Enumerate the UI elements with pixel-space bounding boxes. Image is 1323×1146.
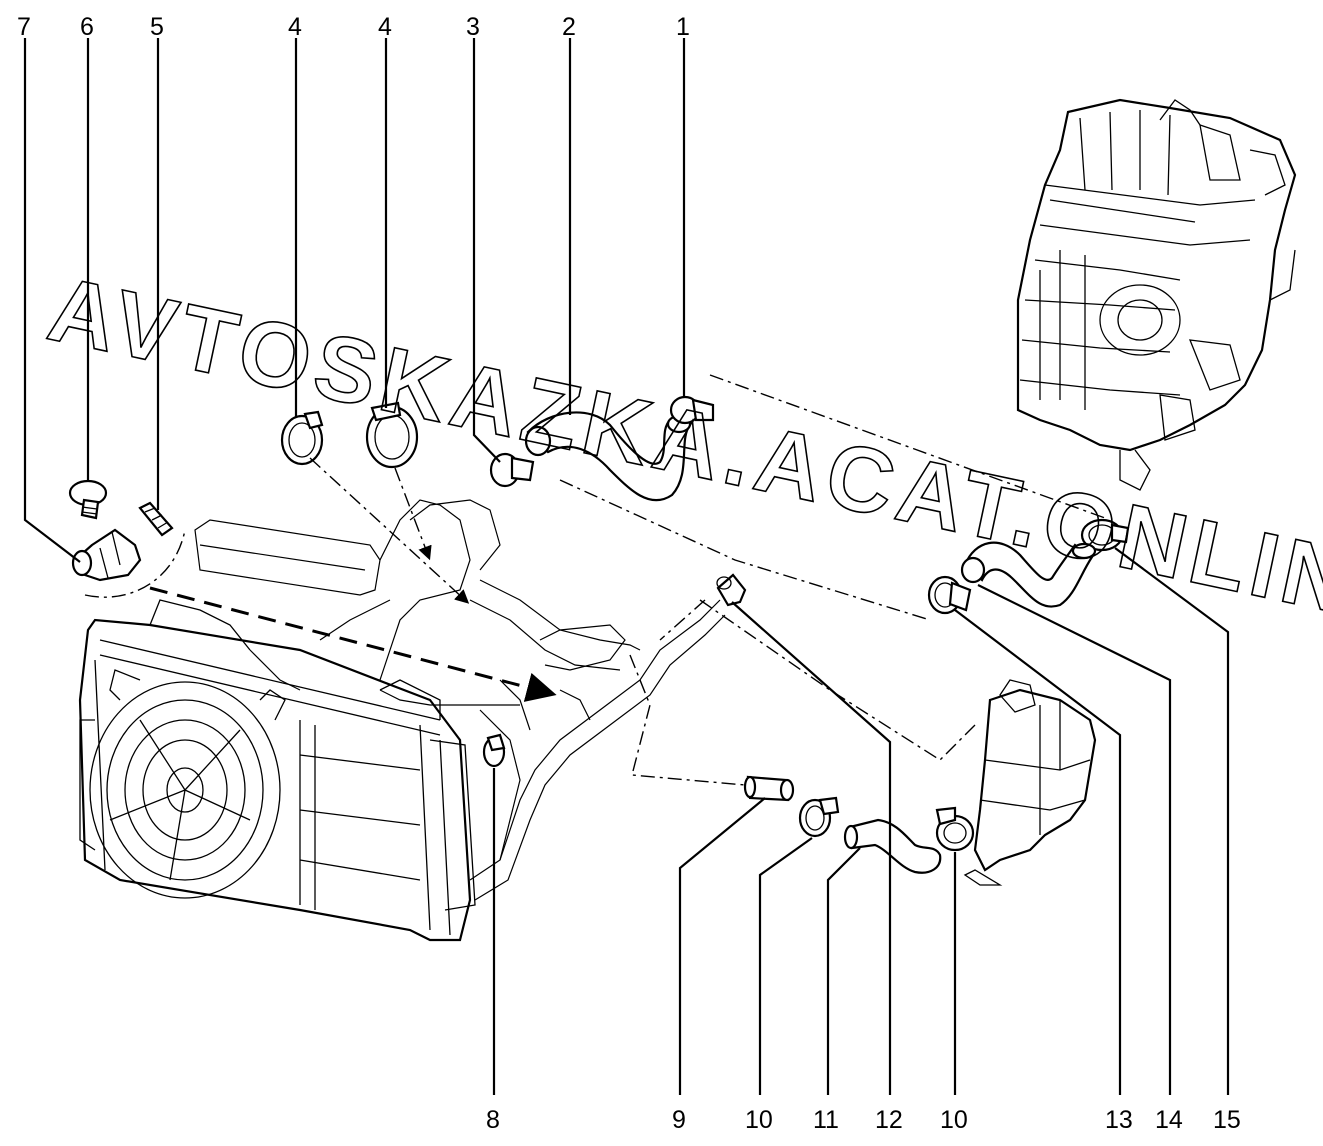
part-5-seal	[138, 501, 174, 537]
callout-15: 15	[1213, 1106, 1241, 1134]
callout-4-left: 4	[288, 13, 302, 41]
part-9-tube	[743, 775, 795, 802]
callout-12: 12	[875, 1106, 903, 1134]
part-12-hose-end	[716, 573, 747, 607]
part-10-clamp-right	[935, 806, 975, 852]
callout-11: 11	[813, 1106, 839, 1134]
engine-hoses-background	[194, 499, 641, 861]
radiator-fan-assembly	[78, 599, 726, 942]
callout-14: 14	[1155, 1106, 1183, 1134]
callout-6: 6	[80, 13, 94, 41]
callout-numbers: 7 6 5 4 4 3 2 1 8 9 10 11 12 10 13 14 15	[17, 13, 1241, 1134]
part-8-clamp	[482, 733, 506, 768]
part-3-clamp	[489, 452, 535, 488]
part-1-clamp	[669, 395, 715, 425]
part-10-clamp-left	[798, 796, 840, 838]
part-15-clamp	[1080, 518, 1130, 552]
callout-7: 7	[17, 13, 31, 41]
part-6-bolt	[68, 479, 108, 520]
part-4-clamp-left	[280, 410, 324, 466]
leader-lines	[23, 38, 1230, 1095]
expansion-tank	[963, 679, 1097, 886]
callout-5: 5	[150, 13, 164, 41]
callout-3: 3	[466, 13, 480, 41]
callout-1: 1	[676, 13, 690, 41]
callout-8: 8	[486, 1106, 500, 1134]
part-14-hose	[960, 541, 1097, 608]
part-4-clamp-right	[365, 401, 419, 469]
group-outline-5-6-7	[84, 529, 186, 598]
part-11-hose	[843, 818, 942, 874]
callout-13: 13	[1105, 1106, 1133, 1134]
callout-2: 2	[562, 13, 576, 41]
assembly-guides	[149, 374, 1106, 786]
heater-unit	[1016, 98, 1297, 491]
callout-10-right: 10	[940, 1106, 968, 1134]
part-13-clamp	[927, 575, 972, 615]
callout-4-right: 4	[378, 13, 392, 41]
callout-10-left: 10	[745, 1106, 773, 1134]
part-7-coupling	[71, 528, 142, 582]
callout-9: 9	[672, 1106, 686, 1134]
